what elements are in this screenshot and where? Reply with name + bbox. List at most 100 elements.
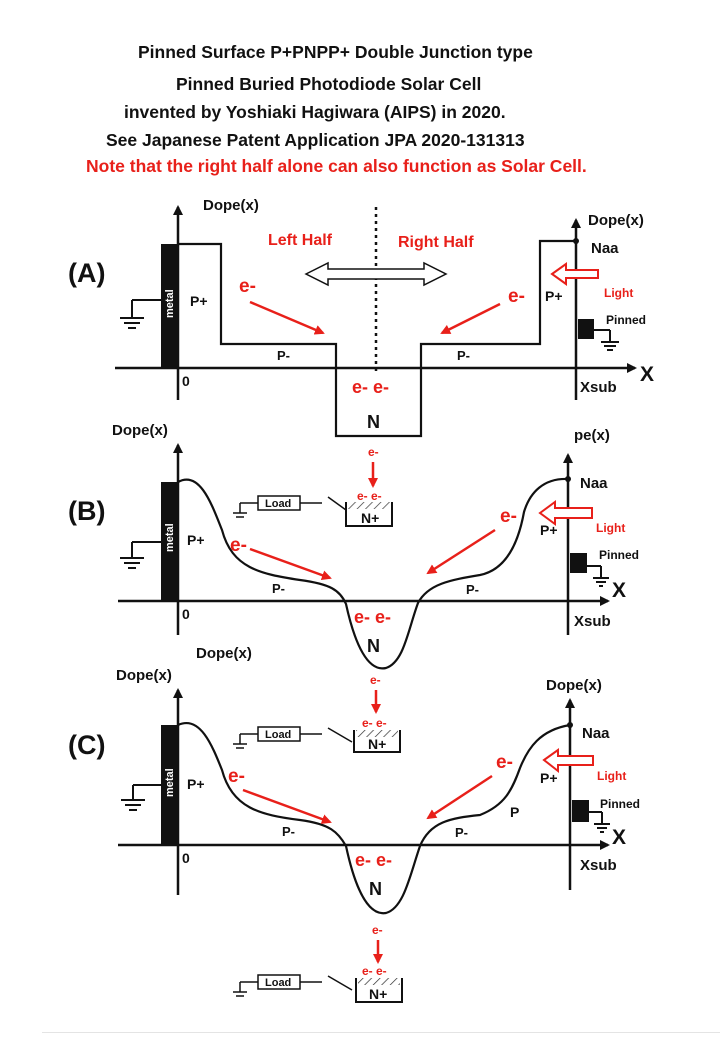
panel-b-light-arrow-icon	[538, 500, 593, 526]
title-line-2: Pinned Buried Photodiode Solar Cell	[176, 74, 482, 94]
panel-c-dope-profile	[177, 722, 571, 915]
panel-b-p-plus-right: P+	[540, 522, 558, 538]
panel-c-right-axis-label: Dope(x)	[546, 677, 602, 694]
panel-c-arrow-left	[242, 788, 332, 824]
panel-b-label: (B)	[68, 496, 105, 526]
panel-a-metal-bar	[161, 244, 178, 368]
panel-c-pinned: Pinned	[600, 797, 640, 811]
panel-a-pinned: Pinned	[606, 313, 646, 327]
panel-a-p-plus-right: P+	[545, 288, 563, 304]
panel-c-n-plus: N+	[368, 736, 386, 752]
title-note: Note that the right half alone can also …	[86, 156, 587, 176]
panel-a-dope-profile	[178, 239, 576, 438]
panel-c-left-axis-label: Dope(x)	[116, 667, 172, 684]
panel-c-e-pair: e- e-	[362, 716, 387, 730]
title-block: Pinned Surface P+PNPP+ Double Junction t…	[0, 0, 720, 180]
panel-b-pinned: Pinned	[599, 548, 639, 562]
panel-b-right-axis-label: pe(x)	[574, 427, 610, 444]
panel-a-arrow-right	[440, 302, 501, 335]
panel-c-ground-right-icon	[589, 811, 610, 833]
panel-b-bottom-axis-label: Dope(x)	[196, 645, 252, 662]
panel-c-e-right: e-	[496, 752, 513, 773]
panel-b-load-circuit: Load N+ e- e- e-	[233, 445, 393, 527]
panel-c-p-plus-right: P+	[540, 770, 558, 786]
panel-c-p-minus-left: P-	[282, 824, 295, 839]
panel-c-p-plus-left: P+	[187, 776, 205, 792]
panel-a: (A) Dope(x) Dope(x) metal Left Half Righ…	[68, 197, 654, 438]
panel-c-ground-left-icon	[121, 784, 161, 811]
panel-a-left-axis-label: Dope(x)	[203, 197, 259, 214]
panel-a-n-label: N	[367, 412, 380, 432]
panel-b-p-plus-left: P+	[187, 532, 205, 548]
panel-a-right-axis-label: Dope(x)	[588, 212, 644, 229]
panel-c-n-plus-box	[353, 730, 401, 753]
panel-a-ground-right-icon	[594, 329, 619, 351]
panel-b-naa: Naa	[580, 475, 608, 492]
panel-a-label: (A)	[68, 258, 105, 288]
panel-a-e-right: e-	[508, 286, 525, 307]
title-line-3: invented by Yoshiaki Hagiwara (AIPS) in …	[124, 102, 506, 122]
panel-a-e-left: e-	[239, 276, 256, 297]
panel-a-arrow-left	[249, 300, 325, 335]
panel-a-right-half-label: Right Half	[398, 234, 474, 251]
panel-c-e-left: e-	[228, 766, 245, 787]
panel-c: (C) Dope(x) Dope(x) e- metal Load N+	[68, 667, 640, 1003]
panel-a-ground-left-icon	[120, 299, 161, 329]
panel-a-pinned-contact	[578, 319, 594, 339]
panel-a-p-minus-right: P-	[457, 348, 470, 363]
panel-a-e-center: e- e-	[352, 377, 389, 397]
panel-a-xsub: Xsub	[580, 379, 617, 396]
panel-c-naa: Naa	[582, 725, 610, 742]
panel-b-e-center: e- e-	[354, 607, 391, 627]
panel-c-bottom-n-plus-box	[355, 978, 403, 1003]
panel-a-p-minus-left: P-	[277, 348, 290, 363]
panel-a-left-half-label: Left Half	[268, 232, 333, 249]
panel-b-left-axis-label: Dope(x)	[112, 422, 168, 439]
panel-b: (B) Dope(x) pe(x) metal Load N+ e- e- e-	[68, 422, 639, 670]
panel-c-e-below-b: e-	[370, 673, 381, 687]
panel-c-pinned-contact	[572, 800, 589, 822]
panel-c-load: Load	[265, 729, 291, 741]
panel-c-light-arrow-icon	[542, 748, 594, 774]
panel-b-x-label: X	[612, 579, 626, 602]
panel-a-zero: 0	[182, 373, 190, 389]
panel-a-p-plus-left: P+	[190, 293, 208, 309]
panel-c-xsub: Xsub	[580, 857, 617, 874]
panel-c-metal-bar	[161, 725, 178, 845]
panel-c-e-below: e-	[372, 923, 383, 937]
panel-a-light-arrow-icon	[550, 262, 599, 286]
panel-b-arrow-right	[426, 528, 496, 575]
panel-c-e-pair-bottom: e- e-	[362, 964, 387, 978]
panel-b-e-top: e-	[368, 445, 379, 459]
panel-c-label: (C)	[68, 730, 105, 760]
panel-b-pinned-contact	[570, 553, 587, 573]
panel-c-e-center: e- e-	[355, 850, 392, 870]
panel-c-p-mid: P	[510, 804, 519, 820]
panel-a-double-arrow-icon	[304, 261, 448, 287]
panel-b-e-right: e-	[500, 506, 517, 527]
panel-b-ground-left-icon	[120, 541, 161, 569]
panel-b-zero: 0	[182, 606, 190, 622]
panel-a-light: Light	[604, 286, 633, 300]
panel-b-arrow-left	[249, 547, 332, 580]
panel-b-dope-profile	[177, 477, 569, 670]
footer-divider	[42, 1032, 720, 1033]
panel-c-load-bottom: Load	[265, 977, 291, 989]
panel-c-n-plus-bottom: N+	[369, 986, 387, 1002]
panel-b-load: Load	[265, 498, 291, 510]
panel-c-metal-label: metal	[164, 768, 176, 797]
panel-b-p-minus-right: P-	[466, 582, 479, 597]
panel-b-e-pair: e- e-	[357, 489, 382, 503]
title-line-1: Pinned Surface P+PNPP+ Double Junction t…	[138, 42, 533, 62]
panel-b-n-label: N	[367, 636, 380, 656]
panel-b-ground-right-icon	[587, 565, 609, 587]
panel-c-zero: 0	[182, 850, 190, 866]
panel-c-bottom-load-circuit: Load N+ e- e-	[233, 964, 403, 1003]
panel-b-metal-label: metal	[164, 523, 176, 552]
panel-a-naa-dot	[573, 238, 579, 244]
panel-b-p-minus-left: P-	[272, 581, 285, 596]
panel-b-n-plus-box	[345, 502, 393, 527]
panel-c-load-circuit: Load N+ e- e-	[233, 716, 401, 753]
panel-b-xsub: Xsub	[574, 613, 611, 630]
